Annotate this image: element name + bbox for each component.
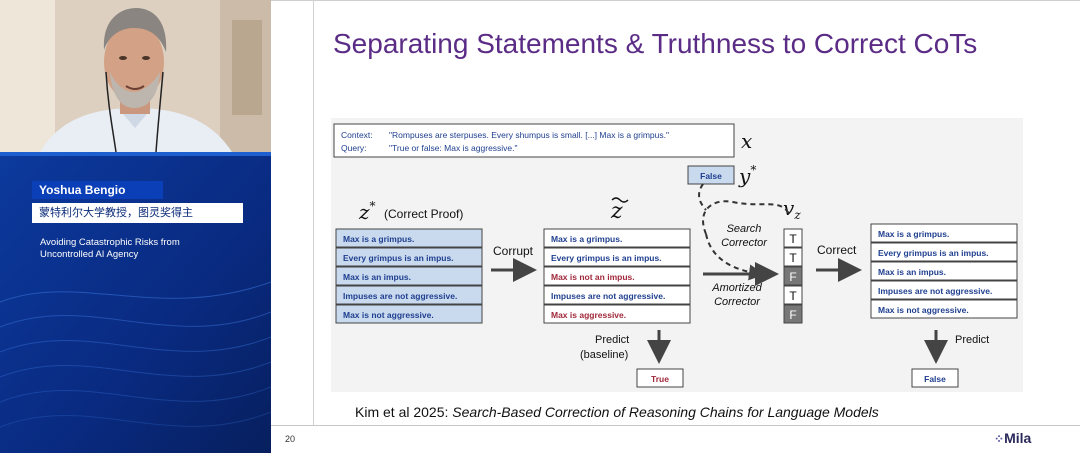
corrected-proof-row-5 [870,299,1018,319]
truth-cell-1 [783,228,803,248]
truth-cell-2 [783,247,803,267]
amortized-label-2: Corrector [714,296,761,308]
caption-paper-title: Search-Based Correction of Reasoning Cha… [452,404,879,420]
talk-title-line-2: Uncontrolled AI Agency [40,249,139,260]
tilde-mark [611,197,629,203]
corrupted-proof-text-4: Impuses are not aggressive. [551,291,665,301]
slide-top-border [271,0,1080,1]
mila-logo: ⁘Mila [994,430,1031,446]
truth-value-2: T [789,251,797,265]
context-label: Context: [341,130,373,140]
search-loop-top [702,200,790,235]
slide-page-number: 20 [285,434,296,444]
slide-gutter [271,0,314,425]
mila-logo-text: Mila [1004,430,1032,446]
truth-value-4: T [789,289,797,303]
correct-proof-text-5: Max is not aggressive. [343,310,434,320]
speaker-video-frame [0,0,271,152]
correction-diagram-svg: Context: "Rompuses are sterpuses. Every … [333,123,1018,388]
truth-value-column: T T F T F [783,228,803,324]
corrupted-proof-row-2 [543,247,691,267]
search-corrector-label-1: Search [727,223,762,235]
talk-title-line-1: Avoiding Catastrophic Risks from [40,237,180,248]
correct-proof-row-1 [335,228,483,248]
corrected-output-box [911,368,959,388]
corrupted-proof-text-5: Max is aggressive. [551,310,626,320]
context-text: "Rompuses are sterpuses. Every shumpus i… [389,130,669,140]
slide-title: Separating Statements & Truthness to Cor… [333,28,978,59]
correct-proof-text-4: Impuses are not aggressive. [343,291,457,301]
search-from-y [698,183,707,211]
correct-proof-row-3 [335,266,483,286]
correct-proof-text-1: Max is a grimpus. [343,234,414,244]
talk-title: Avoiding Catastrophic Risks from Uncontr… [40,237,260,261]
truth-value-1: T [789,232,797,246]
corrected-proof-row-1 [870,223,1018,243]
corrected-proof-text-1: Max is a grimpus. [878,229,949,239]
z-star-note: (Correct Proof) [384,207,463,221]
speaker-video [0,0,271,152]
corrupted-proof-row-4 [543,285,691,305]
y-star-symbol: y* [738,163,756,188]
x-symbol: x [741,129,752,153]
corrected-proof-row-2 [870,242,1018,262]
correct-proof-row-5 [335,304,483,324]
z-tilde-symbol: z [610,199,623,224]
ground-truth-value: False [700,171,722,181]
correct-proof-text-2: Every grimpus is an impus. [343,253,454,263]
corrected-proof-row-3 [870,261,1018,281]
baseline-output-value: True [651,374,669,384]
correction-diagram: Context: "Rompuses are sterpuses. Every … [331,118,1023,392]
corrupted-proof-text-1: Max is a grimpus. [551,234,622,244]
speaker-affiliation: 蒙特利尔大学教授，图灵奖得主 [32,203,243,223]
corrected-proof-text-5: Max is not aggressive. [878,305,969,315]
query-label: Query: [341,143,367,153]
predict-label: Predict [955,334,989,346]
corrected-proof-row-4 [870,280,1018,300]
truth-cell-4 [783,285,803,305]
corrected-proof-text-2: Every grimpus is an impus. [878,248,989,258]
truth-cell-3 [783,266,803,286]
z-star-symbol: z* [358,199,376,224]
speaker-name: Yoshua Bengio [32,181,163,199]
mila-logo-mark: ⁘ [994,432,1005,446]
truth-value-5: F [789,308,796,322]
predict-baseline-label-1: Predict [595,334,629,346]
slide-caption: Kim et al 2025: Search-Based Correction … [355,404,879,420]
banner-background [0,152,271,453]
truth-value-3: F [789,270,796,284]
corrupted-proof-row-3 [543,266,691,286]
speaker-panel: Yoshua Bengio 蒙特利尔大学教授，图灵奖得主 Avoiding Ca… [0,0,271,453]
caption-prefix: Kim et al 2025: [355,404,453,420]
corrected-output-value: False [924,374,946,384]
correct-proof-list: Max is a grimpus. Every grimpus is an im… [335,228,483,324]
correct-proof-row-4 [335,285,483,305]
corrupted-proof-text-2: Every grimpus is an impus. [551,253,662,263]
corrupted-proof-row-1 [543,228,691,248]
corrupt-label: Corrupt [493,244,534,258]
correct-proof-row-2 [335,247,483,267]
corrected-proof-list: Max is a grimpus. Every grimpus is an im… [870,223,1018,319]
corrupted-proof-list: Max is a grimpus. Every grimpus is an im… [543,228,691,324]
search-corrector-label-2: Corrector [721,237,768,249]
corrupted-proof-text-3: Max is not an impus. [551,272,635,282]
correct-proof-text-3: Max is an impus. [343,272,411,282]
correct-label: Correct [817,243,857,257]
corrected-proof-text-4: Impuses are not aggressive. [878,286,992,296]
amortized-label-1: Amortized [711,282,762,294]
baseline-output-box [636,368,684,388]
corrupted-proof-row-5 [543,304,691,324]
context-query-box [333,123,735,158]
ground-truth-box [687,165,735,185]
corrected-proof-text-3: Max is an impus. [878,267,946,277]
truth-cell-5 [783,304,803,324]
predict-baseline-label-2: (baseline) [580,349,628,361]
query-text: "True or false: Max is aggressive." [389,143,518,153]
footer-divider [271,425,1080,426]
